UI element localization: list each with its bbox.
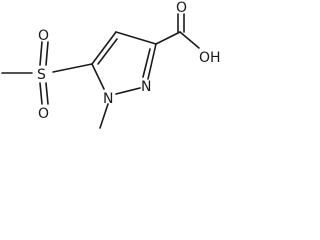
bond-c3-carboxyl xyxy=(155,31,181,45)
bond-carboxyl-oh xyxy=(179,31,200,49)
atom-sulfur: S xyxy=(37,67,46,83)
bond-n1-methyl xyxy=(99,103,109,129)
bond-sulfur-oxygen-lower-a xyxy=(39,82,43,105)
bond-sulfur-oxygen-upper-a xyxy=(39,41,43,66)
bond-c5-c4-inner xyxy=(97,38,118,65)
atom-hydroxyl: OH xyxy=(199,50,221,66)
bond-sulfur-ring xyxy=(52,63,93,73)
atom-oxygen-lower: O xyxy=(38,106,49,122)
bond-c3-n2-inner xyxy=(142,48,151,78)
atom-oxygen-carbonyl: O xyxy=(176,0,187,16)
bond-c5-c4 xyxy=(91,31,117,65)
bond-sulfur-oxygen-lower-b xyxy=(45,82,49,105)
bond-sulfur-oxygen-upper-b xyxy=(45,41,49,66)
bond-c4-c3 xyxy=(115,31,157,45)
bond-n2-n1 xyxy=(115,87,141,95)
bond-c3-n2 xyxy=(147,43,157,80)
atom-oxygen-upper: O xyxy=(38,28,49,44)
atom-nitrogen-ring: N xyxy=(141,79,151,95)
structure-canvas: S O O N N O OH xyxy=(0,0,234,158)
structure-drawing: S O O N N O OH xyxy=(1,0,221,129)
bond-n1-c5 xyxy=(91,63,105,90)
atom-nitrogen-methyl: N xyxy=(103,91,113,107)
